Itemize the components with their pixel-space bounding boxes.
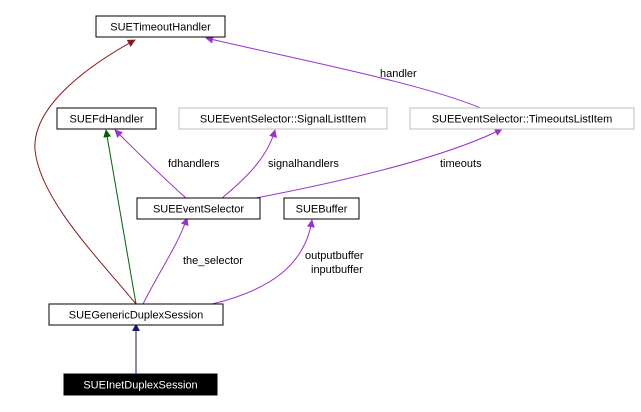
edge-label-the-selector: the_selector bbox=[183, 255, 243, 267]
node-sue-event-selector[interactable]: SUEEventSelector bbox=[136, 197, 261, 220]
edge-usage-the-selector bbox=[142, 217, 189, 305]
node-label: SUEGenericDuplexSession bbox=[69, 310, 204, 322]
node-label: SUEEventSelector::TimeoutsListItem bbox=[432, 114, 613, 126]
node-sue-event-selector-timeouts-list-item[interactable]: SUEEventSelector::TimeoutsListItem bbox=[409, 107, 635, 130]
node-sue-fd-handler[interactable]: SUEFdHandler bbox=[56, 107, 157, 130]
node-label: SUEEventSelector bbox=[153, 204, 244, 216]
node-sue-generic-duplex-session[interactable]: SUEGenericDuplexSession bbox=[48, 303, 224, 326]
node-sue-event-selector-signal-list-item[interactable]: SUEEventSelector::SignalListItem bbox=[178, 107, 388, 130]
edge-label-outputbuffer: outputbuffer bbox=[305, 250, 364, 262]
node-sue-buffer[interactable]: SUEBuffer bbox=[283, 197, 360, 220]
edge-label-fdhandlers: fdhandlers bbox=[168, 158, 220, 170]
edge-label-signalhandlers: signalhandlers bbox=[268, 158, 339, 170]
edge-label-timeouts: timeouts bbox=[440, 158, 482, 170]
node-label: SUEEventSelector::SignalListItem bbox=[200, 114, 366, 126]
edge-usage-handler bbox=[205, 35, 486, 111]
node-sue-inet-duplex-session[interactable]: SUEInetDuplexSession bbox=[63, 373, 218, 396]
node-label: SUEFdHandler bbox=[70, 114, 144, 126]
node-sue-timeout-handler[interactable]: SUETimeoutHandler bbox=[95, 15, 226, 38]
edge-private-inheritance-timeouthandler bbox=[34, 39, 137, 305]
node-label: SUETimeoutHandler bbox=[110, 22, 211, 34]
edge-label-handler: handler bbox=[380, 68, 417, 80]
edge-label-inputbuffer: inputbuffer bbox=[311, 264, 363, 276]
edge-usage-timeouts bbox=[255, 128, 503, 199]
edge-usage-fdhandlers bbox=[114, 129, 187, 199]
edge-protected-inheritance-fdhandler bbox=[103, 129, 137, 305]
node-label: SUEBuffer bbox=[296, 204, 348, 216]
edge-usage-signalhandlers bbox=[221, 129, 277, 199]
node-label: SUEInetDuplexSession bbox=[83, 380, 197, 392]
edge-usage-buffers bbox=[211, 219, 315, 305]
